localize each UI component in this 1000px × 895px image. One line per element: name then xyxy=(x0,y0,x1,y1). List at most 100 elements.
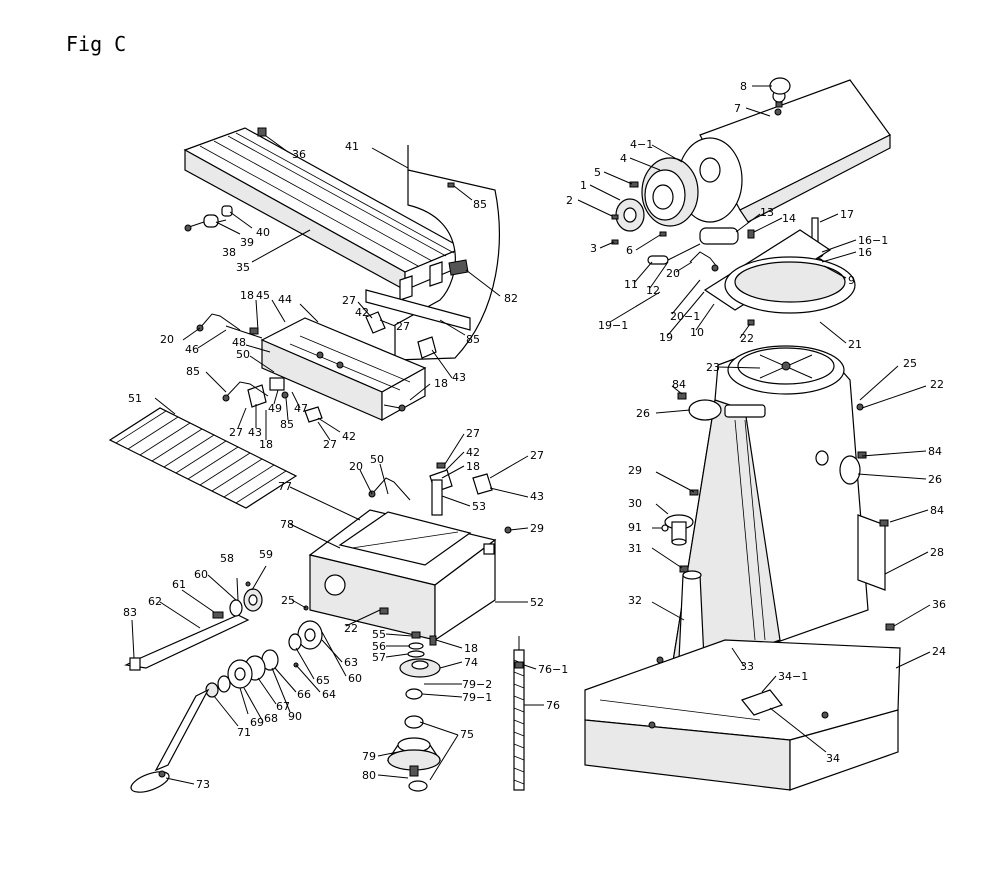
callout-18: 18 xyxy=(434,377,448,390)
swivel-head-assembly xyxy=(647,217,856,326)
callout-7: 7 xyxy=(734,102,741,115)
callout-25: 25 xyxy=(281,594,295,607)
callout-30: 30 xyxy=(628,497,642,510)
callout-32: 32 xyxy=(628,594,642,607)
callout-27: 27 xyxy=(466,427,480,440)
lock-handles-saddle xyxy=(196,313,289,402)
saddle xyxy=(249,317,427,422)
callout-44: 44 xyxy=(278,293,292,306)
callout-76-1: 76−1 xyxy=(538,663,568,676)
callout-20-1: 20−1 xyxy=(670,310,700,323)
callout-34: 34 xyxy=(826,752,840,765)
callout-48: 48 xyxy=(232,336,246,349)
callout-27: 27 xyxy=(530,449,544,462)
callout-35: 35 xyxy=(236,261,250,274)
callout-74: 74 xyxy=(464,656,478,669)
callout-29: 29 xyxy=(530,522,544,535)
callout-79-1: 79−1 xyxy=(462,691,492,704)
callout-69: 69 xyxy=(250,716,264,729)
callout-20: 20 xyxy=(160,333,174,346)
callout-43: 43 xyxy=(452,371,466,384)
callout-18: 18 xyxy=(466,460,480,473)
callout-12: 12 xyxy=(646,284,660,297)
callout-33: 33 xyxy=(740,660,754,673)
callout-42: 42 xyxy=(355,306,369,319)
callout-84: 84 xyxy=(928,445,942,458)
callout-6: 6 xyxy=(626,244,633,257)
callout-62: 62 xyxy=(148,595,162,608)
callout-27: 27 xyxy=(342,294,356,307)
callout-29: 29 xyxy=(628,464,642,477)
callout-60: 60 xyxy=(194,568,208,581)
work-table xyxy=(183,127,464,301)
callout-14: 14 xyxy=(782,212,796,225)
callout-18: 18 xyxy=(240,289,254,302)
callout-61: 61 xyxy=(172,578,186,591)
callout-47: 47 xyxy=(294,402,308,415)
callout-59: 59 xyxy=(259,548,273,561)
column xyxy=(669,345,869,681)
callout-25: 25 xyxy=(903,357,917,370)
callout-24: 24 xyxy=(932,645,946,658)
callout-8: 8 xyxy=(740,80,747,93)
callout-56: 56 xyxy=(372,640,386,653)
callout-50: 50 xyxy=(236,348,250,361)
callout-77: 77 xyxy=(278,480,292,493)
callout-57: 57 xyxy=(372,651,386,664)
callout-27: 27 xyxy=(229,426,243,439)
callout-75: 75 xyxy=(460,728,474,741)
callout-26: 26 xyxy=(636,407,650,420)
way-wiper-grid xyxy=(108,407,298,509)
callout-34-1: 34−1 xyxy=(778,670,808,683)
callout-79-2: 79−2 xyxy=(462,678,492,691)
callout-22: 22 xyxy=(344,622,358,635)
callout-3: 3 xyxy=(590,242,597,255)
callout-11: 11 xyxy=(624,278,638,291)
callout-51: 51 xyxy=(128,392,142,405)
callout-38: 38 xyxy=(222,246,236,259)
callout-82: 82 xyxy=(504,292,518,305)
callout-52: 52 xyxy=(530,596,544,609)
callout-41: 41 xyxy=(345,140,359,153)
callout-79: 79 xyxy=(362,750,376,763)
callout-85: 85 xyxy=(280,418,294,431)
callout-76: 76 xyxy=(546,699,560,712)
crank-handle xyxy=(130,688,210,793)
callout-85: 85 xyxy=(466,333,480,346)
callout-64: 64 xyxy=(322,688,336,701)
callout-78: 78 xyxy=(280,518,294,531)
callout-63: 63 xyxy=(344,656,358,669)
callout-4-1: 4−1 xyxy=(630,138,653,151)
callout-67: 67 xyxy=(276,700,290,713)
callout-46: 46 xyxy=(185,343,199,356)
callout-21: 21 xyxy=(848,338,862,351)
leader-lines xyxy=(131,85,931,785)
callout-31: 31 xyxy=(628,542,642,555)
callout-18: 18 xyxy=(259,438,273,451)
machine-base xyxy=(584,623,901,791)
callout-26: 26 xyxy=(928,473,942,486)
callout-19: 19 xyxy=(659,331,673,344)
callout-50: 50 xyxy=(370,453,384,466)
callout-42: 42 xyxy=(342,430,356,443)
callout-90: 90 xyxy=(288,710,302,723)
callout-60: 60 xyxy=(348,672,362,685)
callout-4: 4 xyxy=(620,152,627,165)
callout-39: 39 xyxy=(240,236,254,249)
callout-23: 23 xyxy=(706,361,720,374)
callout-43: 43 xyxy=(248,426,262,439)
callout-20: 20 xyxy=(666,267,680,280)
callout-45: 45 xyxy=(256,289,270,302)
callout-55: 55 xyxy=(372,628,386,641)
spindle-flange-and-gears xyxy=(611,157,699,245)
callout-53: 53 xyxy=(472,500,486,513)
table-way-cover xyxy=(365,145,500,361)
callout-19-1: 19−1 xyxy=(598,319,628,332)
callout-68: 68 xyxy=(264,712,278,725)
knee xyxy=(308,477,512,642)
table-lock-screws xyxy=(184,205,233,232)
callout-85: 85 xyxy=(473,198,487,211)
callout-40: 40 xyxy=(256,226,270,239)
callout-65: 65 xyxy=(316,674,330,687)
